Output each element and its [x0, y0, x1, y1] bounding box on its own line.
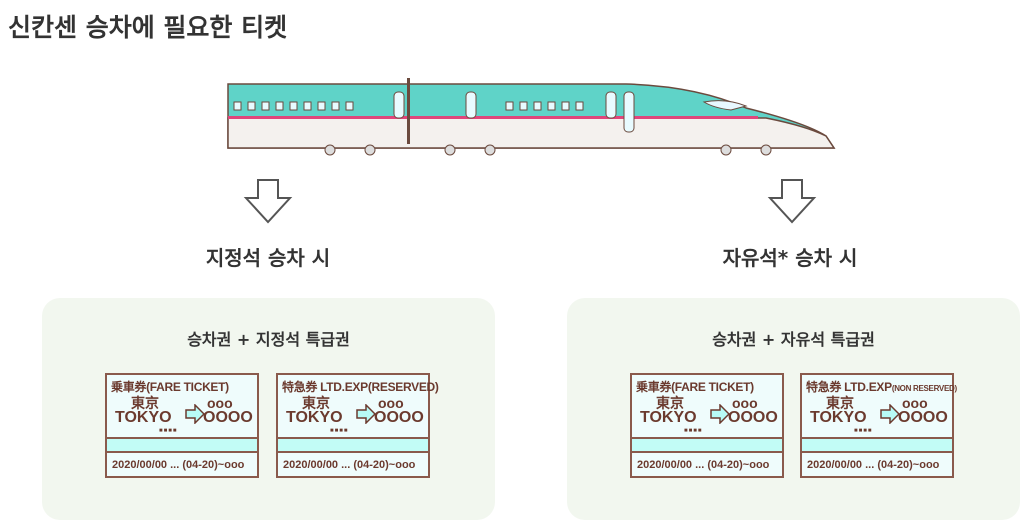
arrow-right-icon — [356, 404, 376, 424]
ticket-destination-1: ooo — [207, 395, 233, 411]
ticket-header: 乗車券(FARE TICKET) — [636, 380, 754, 394]
ticket-footer: 2020/00/00 ... (04-20)~ooo — [807, 459, 940, 471]
ticket-origin-jp: 東京 — [131, 395, 159, 411]
ticket-destination-1: ooo — [902, 395, 928, 411]
reserved-seat-heading: 지정석 승차 시 — [205, 246, 331, 270]
ticket-destination-1: ooo — [732, 395, 758, 411]
ticket-dots: ■■■■ — [684, 428, 703, 434]
ticket-band — [632, 437, 782, 453]
ticket-origin-jp: 東京 — [826, 395, 854, 411]
reserved-seat-panel: 승차권 + 지정석 특급권 乗車券(FARE TICKET) 東京 TOKYO … — [42, 298, 495, 520]
non-reserved-seat-heading: 자유석* 승차 시 — [722, 246, 858, 270]
ticket-origin-en: TOKYO — [810, 409, 867, 426]
ticket-origin-en: TOKYO — [115, 409, 172, 426]
ticket-origin-jp: 東京 — [302, 395, 330, 411]
down-arrow-icon — [243, 179, 293, 224]
ticket-header: 特急券 LTD.EXP(NON RESERVED) — [806, 380, 957, 394]
panel-subtitle: 승차권 + 지정석 특급권 — [187, 330, 350, 349]
express-ticket-reserved: 特急券 LTD.EXP(RESERVED) 東京 TOKYO ooo OOOO … — [276, 373, 439, 478]
ticket-destination-2: OOOO — [374, 409, 424, 426]
ticket-destination-2: OOOO — [203, 409, 253, 426]
ticket-destination-1: ooo — [378, 395, 404, 411]
page-title: 신칸센 승차에 필요한 티켓 — [8, 13, 288, 42]
panel-subtitle: 승차권 + 자유석 특급권 — [712, 330, 875, 349]
arrow-right-icon — [185, 404, 205, 424]
ticket-destination-2: OOOO — [728, 409, 778, 426]
down-arrow-icon — [767, 179, 817, 224]
ticket-band — [802, 437, 952, 453]
ticket-dots: ■■■■ — [159, 428, 178, 434]
ticket-dots: ■■■■ — [330, 428, 349, 434]
ticket-origin-jp: 東京 — [656, 395, 684, 411]
shinkansen-train-illustration — [227, 78, 836, 156]
fare-ticket: 乗車券(FARE TICKET) 東京 TOKYO ooo OOOO ■■■■ … — [630, 373, 784, 478]
ticket-footer: 2020/00/00 ... (04-20)~ooo — [112, 459, 245, 471]
ticket-footer: 2020/00/00 ... (04-20)~ooo — [283, 459, 416, 471]
arrow-right-icon — [880, 404, 900, 424]
ticket-header: 特急券 LTD.EXP(RESERVED) — [282, 380, 439, 394]
fare-ticket: 乗車券(FARE TICKET) 東京 TOKYO ooo OOOO ■■■■ … — [105, 373, 259, 478]
ticket-origin-en: TOKYO — [286, 409, 343, 426]
ticket-origin-en: TOKYO — [640, 409, 697, 426]
ticket-band — [278, 437, 428, 453]
non-reserved-seat-panel: 승차권 + 자유석 특급권 乗車券(FARE TICKET) 東京 TOKYO … — [567, 298, 1020, 520]
ticket-band — [107, 437, 257, 453]
ticket-destination-2: OOOO — [898, 409, 948, 426]
ticket-dots: ■■■■ — [854, 428, 873, 434]
arrow-right-icon — [710, 404, 730, 424]
ticket-footer: 2020/00/00 ... (04-20)~ooo — [637, 459, 770, 471]
ticket-header: 乗車券(FARE TICKET) — [111, 380, 229, 394]
express-ticket-non-reserved: 特急券 LTD.EXP(NON RESERVED) 東京 TOKYO ooo O… — [800, 373, 957, 478]
